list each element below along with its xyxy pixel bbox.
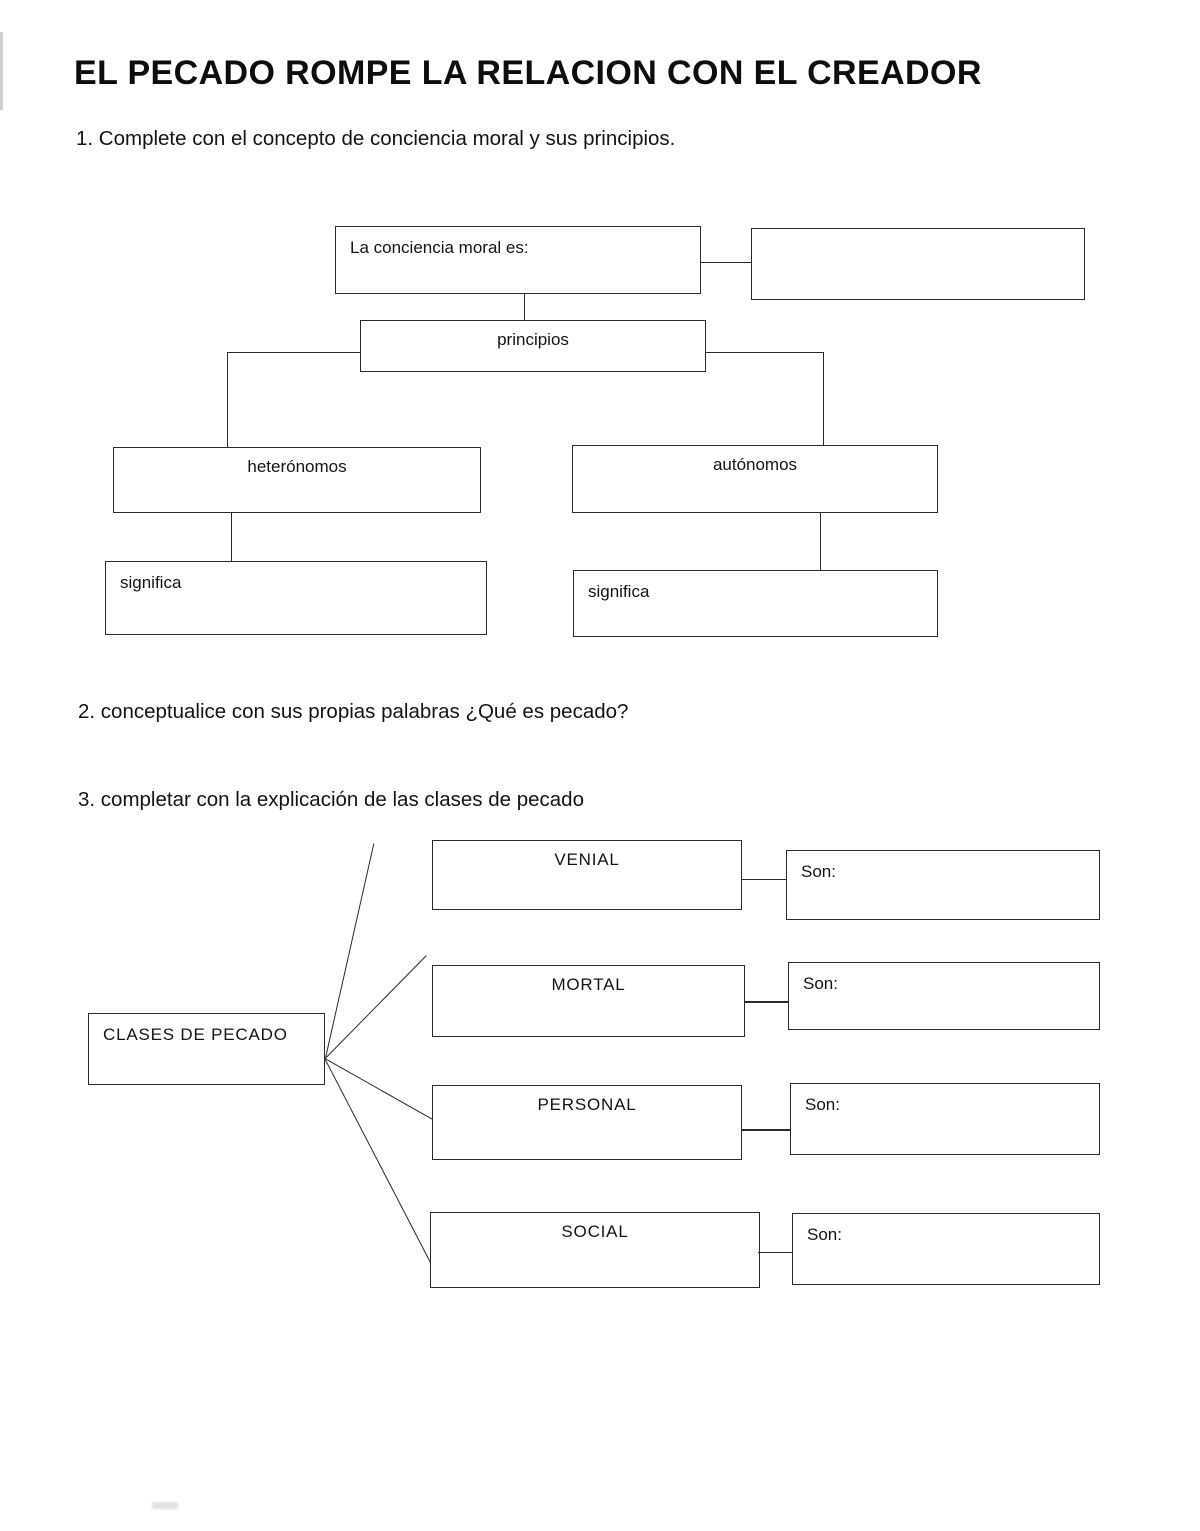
connector-root-to-mortal <box>325 955 427 1059</box>
scan-smudge-artifact <box>152 1502 178 1509</box>
connector-mortal-to-son <box>745 1001 790 1003</box>
connector-principios-left-horizontal <box>227 352 361 353</box>
box-venial-son-label: Son: <box>801 862 836 881</box>
box-autonomos-label: autónomos <box>712 455 798 474</box>
box-conciencia-moral-answer[interactable] <box>751 228 1085 300</box>
box-significa-autonomos-label: significa <box>588 582 650 601</box>
box-personal[interactable]: PERSONAL <box>432 1085 742 1160</box>
box-social-son-label: Son: <box>807 1225 842 1244</box>
box-mortal[interactable]: MORTAL <box>432 965 745 1037</box>
box-mortal-label: MORTAL <box>551 975 626 994</box>
box-venial-label: VENIAL <box>554 850 620 869</box>
question-2-text: 2. conceptualice con sus propias palabra… <box>78 700 629 723</box>
question-1-text: 1. Complete con el concepto de concienci… <box>76 127 676 150</box>
box-significa-heteronomos-label: significa <box>120 573 182 592</box>
box-principios-label: principios <box>497 330 569 349</box>
box-heteronomos-label: heterónomos <box>247 457 347 476</box>
box-venial[interactable]: VENIAL <box>432 840 742 910</box>
box-social[interactable]: SOCIAL <box>430 1212 760 1288</box>
box-mortal-son-label: Son: <box>803 974 838 993</box>
box-social-son[interactable]: Son: <box>792 1213 1100 1285</box>
connector-principios-left-vertical <box>227 352 228 447</box>
box-heteronomos[interactable]: heterónomos <box>113 447 481 513</box>
connector-principios-right-vertical <box>823 352 824 445</box>
box-significa-autonomos[interactable]: significa <box>573 570 938 637</box>
connector-principios-right-horizontal <box>706 352 824 353</box>
box-social-label: SOCIAL <box>561 1222 629 1241</box>
box-personal-label: PERSONAL <box>537 1095 637 1114</box>
box-autonomos[interactable]: autónomos <box>572 445 938 513</box>
connector-concept-to-answer <box>700 262 751 263</box>
box-personal-son[interactable]: Son: <box>790 1083 1100 1155</box>
box-principios[interactable]: principios <box>360 320 706 372</box>
connector-social-to-son <box>758 1252 794 1253</box>
box-clases-de-pecado-label: CLASES DE PECADO <box>103 1025 288 1044</box>
connector-venial-to-son <box>742 879 786 880</box>
scan-edge-artifact <box>0 32 3 110</box>
connector-heteronomos-to-significa <box>231 513 232 562</box>
box-conciencia-moral[interactable]: La conciencia moral es: <box>335 226 701 294</box>
question-3-text: 3. completar con la explicación de las c… <box>78 788 584 811</box>
connector-autonomos-to-significa <box>820 513 821 573</box>
box-venial-son[interactable]: Son: <box>786 850 1100 920</box>
connector-root-to-venial <box>325 843 375 1059</box>
connector-concept-to-principios <box>524 293 525 321</box>
box-clases-de-pecado[interactable]: CLASES DE PECADO <box>88 1013 325 1085</box>
box-personal-son-label: Son: <box>805 1095 840 1114</box>
connector-personal-to-son <box>742 1129 792 1131</box>
box-significa-heteronomos[interactable]: significa <box>105 561 487 635</box>
page-title: EL PECADO ROMPE LA RELACION CON EL CREAD… <box>74 54 982 92</box>
box-mortal-son[interactable]: Son: <box>788 962 1100 1030</box>
box-conciencia-moral-label: La conciencia moral es: <box>350 238 529 257</box>
